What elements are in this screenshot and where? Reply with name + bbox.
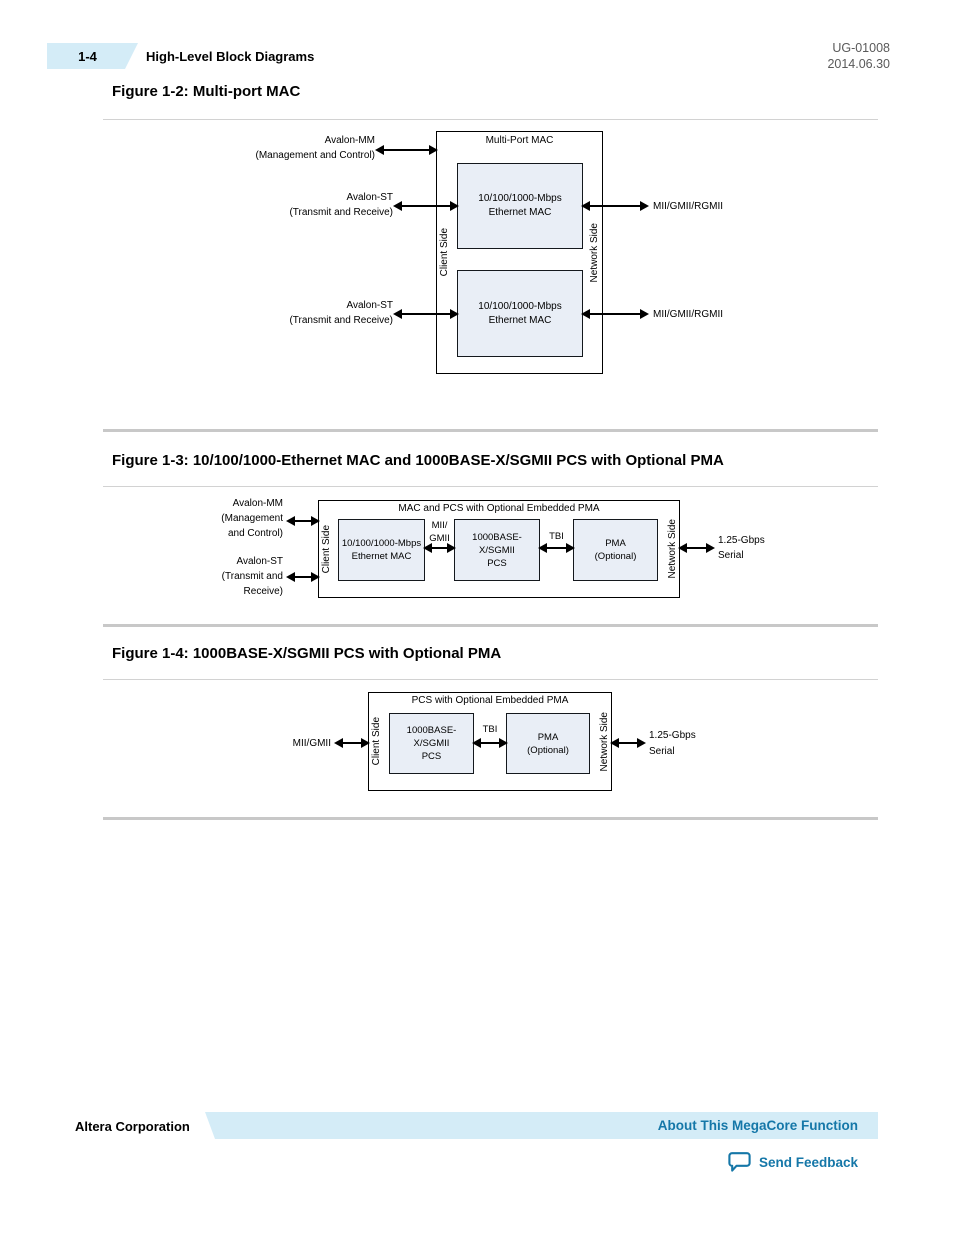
fig3-avalon-st-bidir-arrow bbox=[286, 572, 320, 582]
fig3-mii-gmii-label: MII/ GMII bbox=[429, 520, 450, 544]
fig2-container-label: Multi-Port MAC bbox=[485, 135, 554, 146]
fig3-client-side-label: Client Side bbox=[320, 524, 332, 574]
fig4-serial-label: 1.25-Gbps Serial bbox=[649, 730, 696, 757]
footer-company: Altera Corporation bbox=[75, 1119, 190, 1134]
footer-section-banner: About This MegaCore Function bbox=[205, 1112, 878, 1139]
fig4-mii-gmii-bidir-arrow bbox=[334, 738, 370, 748]
fig2-avalon-mm-bidir-arrow bbox=[375, 145, 438, 155]
divider-rule bbox=[103, 817, 878, 820]
fig3-serial-bidir-arrow bbox=[678, 543, 715, 553]
feedback-bubble-icon bbox=[728, 1151, 751, 1173]
fig2-mii-bidir-arrow-1 bbox=[581, 201, 649, 211]
fig2-ethernet-mac-block-2: 10/100/1000-Mbps Ethernet MAC bbox=[457, 270, 583, 357]
figure-1-2-heading: Figure 1-2: Multi-port MAC bbox=[112, 83, 301, 100]
fig4-pma-block: PMA (Optional) bbox=[506, 713, 590, 774]
fig3-serial-label: 1.25-Gbps Serial bbox=[718, 535, 765, 561]
doc-date: 2014.06.30 bbox=[827, 57, 890, 71]
fig2-avalon-mm-label: Avalon-MM (Management and Control) bbox=[255, 135, 375, 161]
fig3-avalon-st-label: Avalon-ST (Transmit and Receive) bbox=[221, 556, 283, 597]
fig3-tbi-bidir-arrow bbox=[538, 543, 575, 553]
header-section-title: High-Level Block Diagrams bbox=[146, 49, 315, 64]
fig4-tbi-bidir-arrow bbox=[472, 738, 508, 748]
fig2-avalon-st-label-2: Avalon-ST (Transmit and Receive) bbox=[289, 300, 393, 326]
divider-rule bbox=[103, 679, 878, 681]
fig3-avalon-mm-label: Avalon-MM (Management and Control) bbox=[221, 498, 283, 539]
page-number-tab: 1-4 bbox=[47, 43, 138, 69]
fig3-mii-gmii-bidir-arrow bbox=[423, 543, 456, 553]
fig4-serial-bidir-arrow bbox=[610, 738, 646, 748]
fig2-ethernet-mac-block-1: 10/100/1000-Mbps Ethernet MAC bbox=[457, 163, 583, 249]
divider-rule bbox=[103, 486, 878, 488]
fig3-pma-block: PMA (Optional) bbox=[573, 519, 658, 581]
fig4-tbi-label: TBI bbox=[482, 724, 498, 735]
fig2-avalon-st-label-1: Avalon-ST (Transmit and Receive) bbox=[289, 192, 393, 218]
fig4-network-side-label: Network Side bbox=[598, 711, 610, 772]
fig2-avalon-st-bidir-arrow-2 bbox=[393, 309, 459, 319]
send-feedback-button[interactable]: Send Feedback bbox=[728, 1151, 858, 1173]
footer-section-link[interactable]: About This MegaCore Function bbox=[657, 1118, 858, 1133]
fig3-tbi-label: TBI bbox=[549, 531, 564, 542]
fig4-pcs-block: 1000BASE-X/SGMII PCS bbox=[389, 713, 474, 774]
fig3-container-label: MAC and PCS with Optional Embedded PMA bbox=[398, 503, 600, 514]
fig3-avalon-mm-bidir-arrow bbox=[286, 516, 320, 526]
figure-1-3-heading: Figure 1-3: 10/100/1000-Ethernet MAC and… bbox=[112, 452, 724, 469]
divider-rule bbox=[103, 429, 878, 432]
doc-id: UG-01008 bbox=[832, 41, 890, 55]
figure-1-4-heading: Figure 1-4: 1000BASE-X/SGMII PCS with Op… bbox=[112, 645, 502, 662]
fig2-network-side-label: Network Side bbox=[589, 222, 600, 283]
fig2-mii-bidir-arrow-2 bbox=[581, 309, 649, 319]
divider-rule bbox=[103, 624, 878, 627]
header-doc-meta: UG-01008 2014.06.30 bbox=[640, 40, 890, 72]
divider-rule bbox=[103, 119, 878, 121]
fig4-mii-gmii-label: MII/GMII bbox=[292, 738, 331, 749]
fig3-network-side-label: Network Side bbox=[666, 519, 678, 579]
fig4-client-side-label: Client Side bbox=[370, 717, 382, 766]
page-number: 1-4 bbox=[78, 48, 97, 64]
fig2-avalon-st-bidir-arrow-1 bbox=[393, 201, 459, 211]
fig2-mii-label-2: MII/GMII/RGMII bbox=[653, 309, 723, 320]
fig3-ethernet-mac-block: 10/100/1000-Mbps Ethernet MAC bbox=[338, 519, 425, 581]
fig2-mii-label-1: MII/GMII/RGMII bbox=[653, 201, 723, 212]
fig3-pcs-block: 1000BASE-X/SGMII PCS bbox=[454, 519, 540, 581]
fig4-container-label: PCS with Optional Embedded PMA bbox=[411, 695, 569, 706]
send-feedback-label: Send Feedback bbox=[758, 1154, 858, 1170]
fig2-client-side-label: Client Side bbox=[439, 228, 450, 277]
